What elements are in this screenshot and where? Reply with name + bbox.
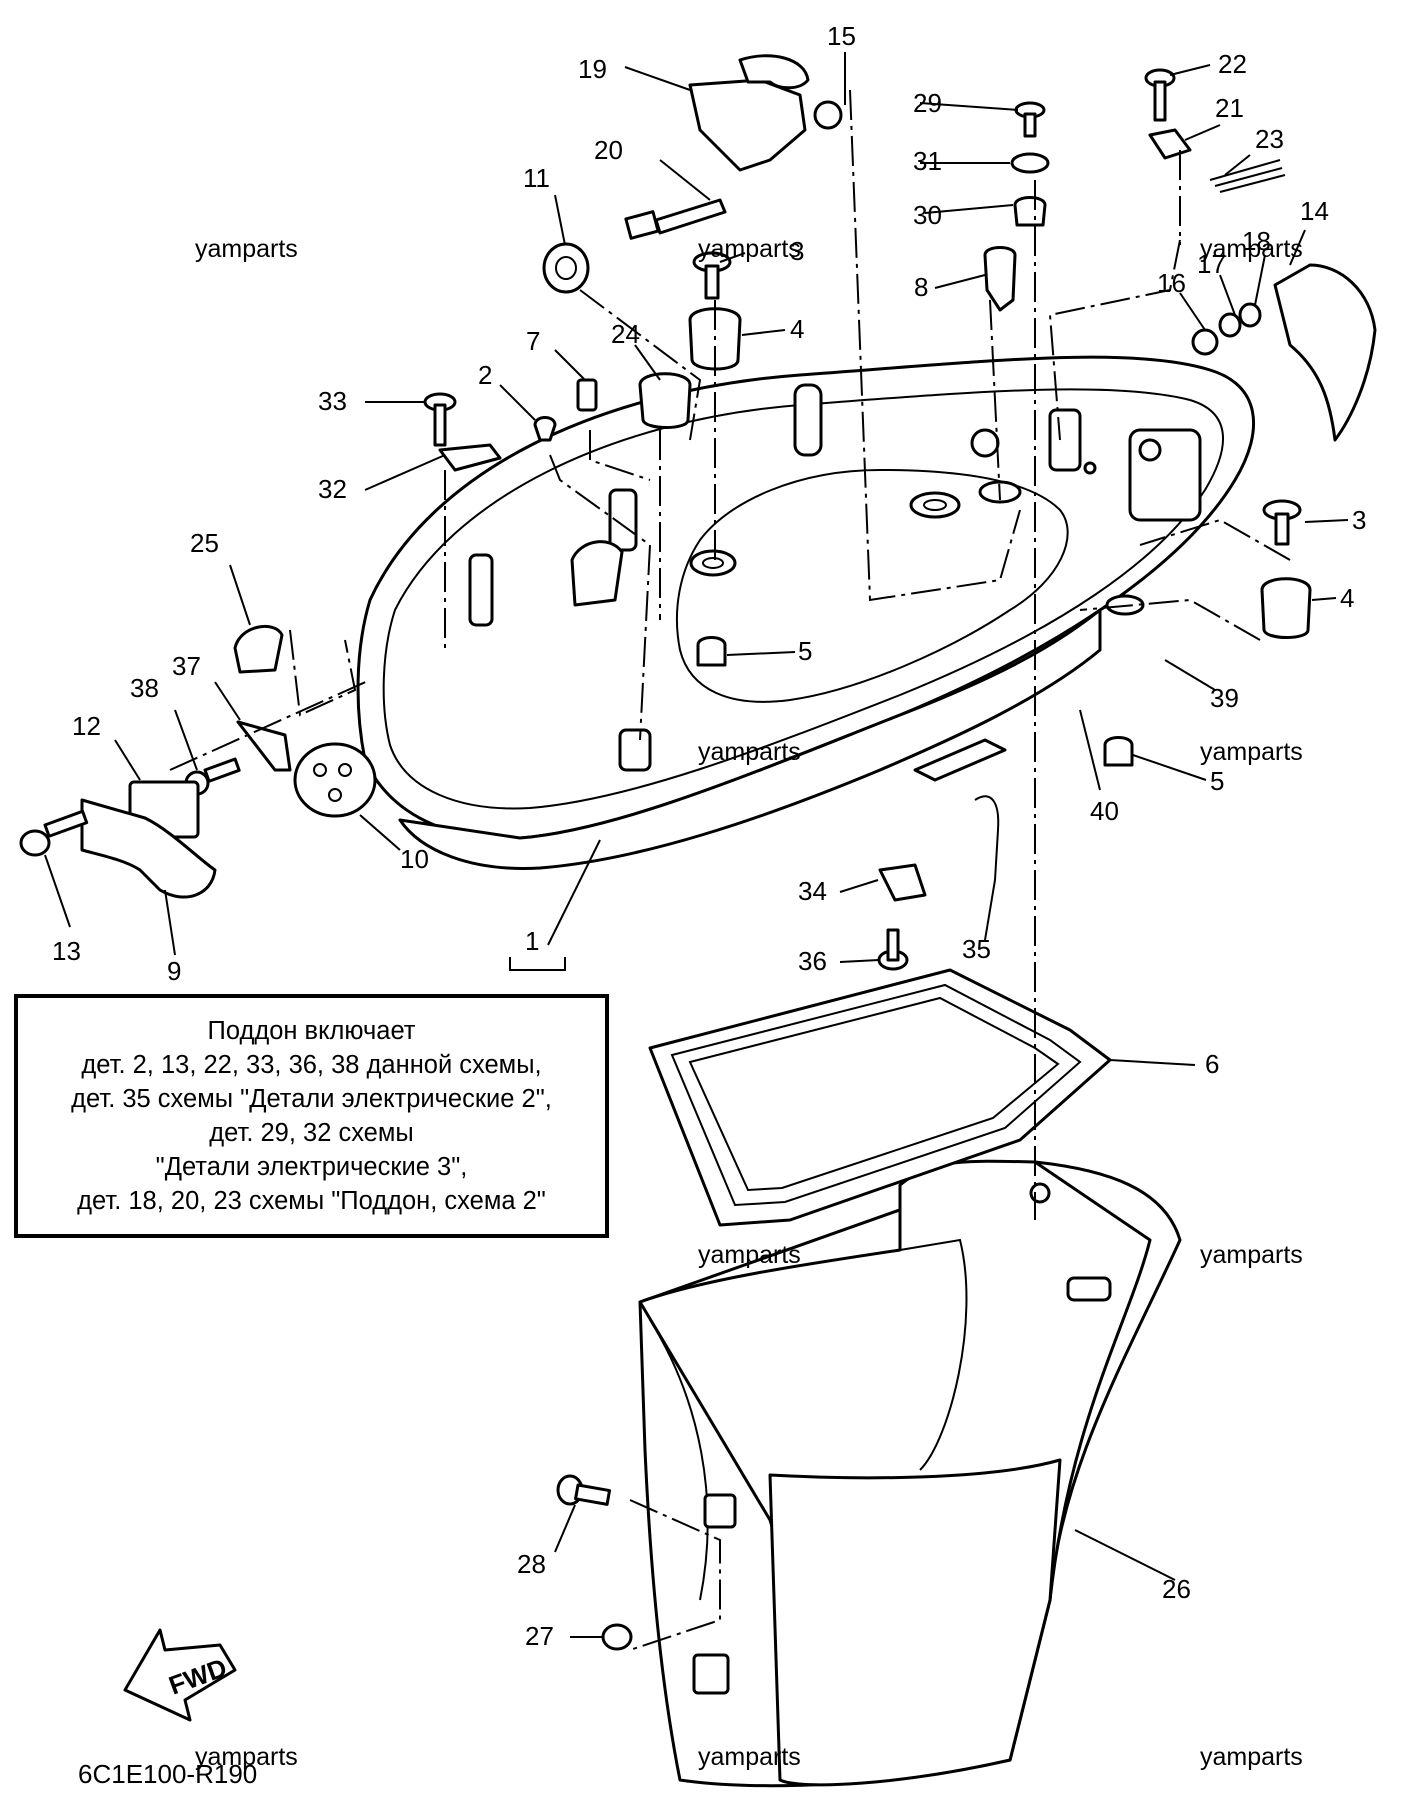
callout-32: 32 xyxy=(318,474,347,504)
callout-36: 36 xyxy=(798,946,827,976)
callout-40: 40 xyxy=(1090,796,1119,826)
small-parts xyxy=(19,54,1377,1651)
callout-5-mid: 5 xyxy=(798,636,812,666)
assembly-lines xyxy=(169,89,1291,1651)
watermark: yamparts xyxy=(1200,235,1303,263)
bottom-cowling-pan xyxy=(356,355,1256,870)
note-line: дет. 35 схемы "Детали электрические 2", xyxy=(71,1085,552,1113)
callout-labels: 1 2 3 3 4 4 5 5 6 7 8 9 10 11 12 13 14 1… xyxy=(52,21,1366,1651)
watermark: yamparts xyxy=(698,1743,801,1771)
note-line: дет. 2, 13, 22, 33, 36, 38 данной схемы, xyxy=(81,1051,542,1079)
lower-apron xyxy=(638,1159,1182,1788)
callout-17: 17 xyxy=(1197,249,1226,279)
watermark: yamparts xyxy=(1200,1743,1303,1771)
callout-29: 29 xyxy=(913,88,942,118)
gasket xyxy=(648,968,1112,1227)
watermark: yamparts xyxy=(698,235,801,263)
callout-15: 15 xyxy=(827,21,856,51)
callout-24: 24 xyxy=(611,319,640,349)
callout-3-right: 3 xyxy=(1352,505,1366,535)
callout-10: 10 xyxy=(400,844,429,874)
callout-22: 22 xyxy=(1218,49,1247,79)
callout-3-top: 3 xyxy=(790,236,804,266)
callout-25: 25 xyxy=(190,528,219,558)
watermark: yamparts xyxy=(698,738,801,766)
callout-14: 14 xyxy=(1300,196,1329,226)
callout-7: 7 xyxy=(526,326,540,356)
callout-30: 30 xyxy=(913,200,942,230)
note-line: дет. 29, 32 схемы xyxy=(209,1119,414,1147)
callout-13: 13 xyxy=(52,936,81,966)
callout-39: 39 xyxy=(1210,683,1239,713)
note-line: дет. 18, 20, 23 схемы "Поддон, схема 2" xyxy=(77,1187,546,1215)
callout-38: 38 xyxy=(130,673,159,703)
callout-28: 28 xyxy=(517,1549,546,1579)
callout-1: 1 xyxy=(525,926,539,956)
callout-21: 21 xyxy=(1215,93,1244,123)
watermarks: yamparts yamparts yamparts yamparts yamp… xyxy=(195,235,1303,1771)
callout-9: 9 xyxy=(167,956,181,986)
watermark: yamparts xyxy=(195,235,298,263)
callout-5-right: 5 xyxy=(1210,766,1224,796)
watermark: yamparts xyxy=(1200,1241,1303,1269)
callout-27: 27 xyxy=(525,1621,554,1651)
callout-4-right: 4 xyxy=(1340,583,1354,613)
callout-6: 6 xyxy=(1205,1049,1219,1079)
included-parts-note: Поддон включает дет. 2, 13, 22, 33, 36, … xyxy=(14,994,609,1238)
callout-19: 19 xyxy=(578,54,607,84)
watermark: yamparts xyxy=(698,1241,801,1269)
callout-20: 20 xyxy=(594,135,623,165)
leader-lines xyxy=(44,52,1349,1638)
fwd-arrow: FWD xyxy=(123,1628,237,1722)
callout-4-top: 4 xyxy=(790,314,804,344)
callout-37: 37 xyxy=(172,651,201,681)
callout-31: 31 xyxy=(913,146,942,176)
callout-11: 11 xyxy=(523,163,550,193)
callout-12: 12 xyxy=(72,711,101,741)
drawing-code: 6C1E100-R190 xyxy=(78,1759,257,1789)
watermark: yamparts xyxy=(195,1743,298,1771)
callout-2: 2 xyxy=(478,360,492,390)
callout-33: 33 xyxy=(318,386,347,416)
callout-23: 23 xyxy=(1255,124,1284,154)
watermark: yamparts xyxy=(1200,738,1303,766)
callout-34: 34 xyxy=(798,876,827,906)
callout-26: 26 xyxy=(1162,1574,1191,1604)
callout-8: 8 xyxy=(914,272,928,302)
callout-18: 18 xyxy=(1242,226,1271,256)
callout-16: 16 xyxy=(1157,268,1186,298)
callout-35: 35 xyxy=(962,934,991,964)
note-line: Поддон включает xyxy=(207,1017,416,1045)
note-line: "Детали электрические 3", xyxy=(155,1153,468,1181)
